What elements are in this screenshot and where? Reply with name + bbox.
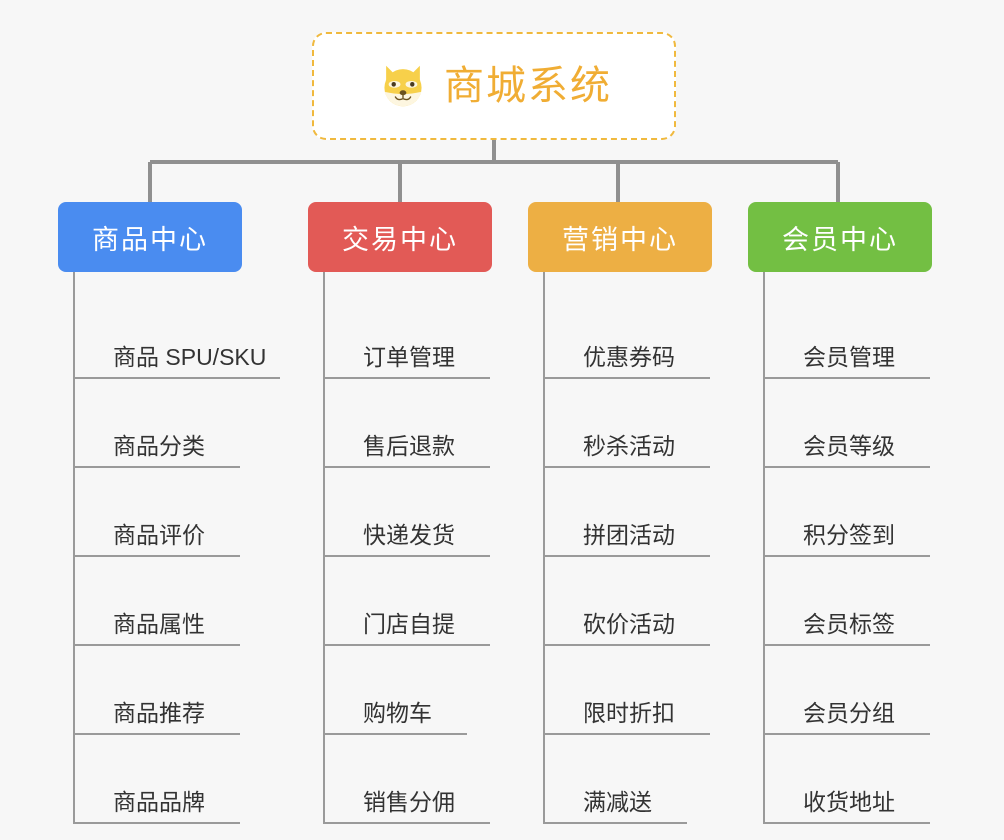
list-item-label: 会员管理 <box>803 344 895 370</box>
list-item-label: 门店自提 <box>363 611 455 637</box>
leaf-underline <box>765 822 930 824</box>
leaf-underline <box>545 466 710 468</box>
list-item[interactable]: 商品分类 <box>75 379 278 468</box>
list-item-label: 快递发货 <box>363 522 455 548</box>
category-box-marketing-center[interactable]: 营销中心 <box>528 202 712 272</box>
list-item-label: 商品 SPU/SKU <box>113 344 267 370</box>
list-item[interactable]: 秒杀活动 <box>545 379 748 468</box>
leaf-underline <box>325 644 490 646</box>
leaf-underline <box>765 555 930 557</box>
leaf-underline <box>75 822 240 824</box>
dog-face-icon <box>384 65 422 107</box>
category-box-product-center[interactable]: 商品中心 <box>58 202 242 272</box>
list-item[interactable]: 砍价活动 <box>545 557 748 646</box>
list-item[interactable]: 购物车 <box>325 646 528 735</box>
list-item[interactable]: 快递发货 <box>325 468 528 557</box>
leaf-underline <box>765 733 930 735</box>
list-item-label: 商品品牌 <box>113 789 205 815</box>
leaf-underline <box>75 377 280 379</box>
leaf-underline <box>765 377 930 379</box>
leaf-underline <box>765 644 930 646</box>
category-box-member-center[interactable]: 会员中心 <box>748 202 932 272</box>
leaf-underline <box>545 555 710 557</box>
list-item-label: 商品推荐 <box>113 700 205 726</box>
category-box-trade-center[interactable]: 交易中心 <box>308 202 492 272</box>
leaf-underline <box>75 555 240 557</box>
list-item[interactable]: 商品品牌 <box>75 735 278 824</box>
list-item-label: 限时折扣 <box>583 700 675 726</box>
list-item[interactable]: 门店自提 <box>325 557 528 646</box>
list-item-label: 商品属性 <box>113 611 205 637</box>
leaf-underline <box>75 644 240 646</box>
leaf-underline <box>545 377 710 379</box>
list-item[interactable]: 销售分佣 <box>325 735 528 824</box>
list-item-label: 商品分类 <box>113 433 205 459</box>
list-item-label: 会员等级 <box>803 433 895 459</box>
leaf-underline <box>75 733 240 735</box>
leaf-underline <box>545 733 710 735</box>
category-label: 交易中心 <box>342 224 458 255</box>
list-item[interactable]: 商品评价 <box>75 468 278 557</box>
list-item[interactable]: 收货地址 <box>765 735 968 824</box>
list-item-label: 订单管理 <box>363 344 455 370</box>
category-label: 会员中心 <box>782 224 898 255</box>
list-item[interactable]: 会员分组 <box>765 646 968 735</box>
root-title: 商城系统 <box>444 64 612 108</box>
list-item[interactable]: 会员标签 <box>765 557 968 646</box>
list-item-label: 商品评价 <box>113 522 205 548</box>
leaf-underline <box>545 644 710 646</box>
list-item-label: 会员分组 <box>803 700 895 726</box>
list-item[interactable]: 售后退款 <box>325 379 528 468</box>
root-node[interactable]: 商城系统 <box>312 32 676 140</box>
list-item[interactable]: 优惠券码 <box>545 290 748 379</box>
list-item[interactable]: 限时折扣 <box>545 646 748 735</box>
list-item-label: 积分签到 <box>803 522 895 548</box>
list-item[interactable]: 商品推荐 <box>75 646 278 735</box>
column-product-center: 商品中心 商品 SPU/SKU 商品分类 商品评价 商品属性 <box>58 202 280 824</box>
leaf-list-product-center: 商品 SPU/SKU 商品分类 商品评价 商品属性 商品推荐 <box>73 272 280 824</box>
leaf-list-trade-center: 订单管理 售后退款 快递发货 门店自提 购物车 <box>323 272 528 824</box>
category-label: 营销中心 <box>562 224 678 255</box>
leaf-underline <box>545 822 687 824</box>
leaf-underline <box>325 555 490 557</box>
leaf-underline <box>325 466 490 468</box>
list-item-label: 购物车 <box>363 700 432 726</box>
leaf-underline <box>325 377 490 379</box>
leaf-list-marketing-center: 优惠券码 秒杀活动 拼团活动 砍价活动 限时折扣 <box>543 272 748 824</box>
leaf-list-member-center: 会员管理 会员等级 积分签到 会员标签 会员分组 <box>763 272 968 824</box>
column-marketing-center: 营销中心 优惠券码 秒杀活动 拼团活动 砍价活动 <box>528 202 748 824</box>
list-item[interactable]: 拼团活动 <box>545 468 748 557</box>
list-item-label: 秒杀活动 <box>583 433 675 459</box>
list-item[interactable]: 满减送 <box>545 735 748 824</box>
leaf-underline <box>765 466 930 468</box>
list-item[interactable]: 商品属性 <box>75 557 278 646</box>
leaf-underline <box>325 822 490 824</box>
category-label: 商品中心 <box>92 224 208 255</box>
column-member-center: 会员中心 会员管理 会员等级 积分签到 会员标签 <box>748 202 968 824</box>
list-item[interactable]: 积分签到 <box>765 468 968 557</box>
list-item-label: 收货地址 <box>803 789 895 815</box>
list-item-label: 满减送 <box>583 789 652 815</box>
list-item[interactable]: 订单管理 <box>325 290 528 379</box>
list-item[interactable]: 商品 SPU/SKU <box>75 290 280 379</box>
list-item-label: 砍价活动 <box>583 611 675 637</box>
list-item-label: 会员标签 <box>803 611 895 637</box>
leaf-underline <box>325 733 467 735</box>
column-trade-center: 交易中心 订单管理 售后退款 快递发货 门店自提 <box>308 202 528 824</box>
list-item-label: 销售分佣 <box>363 789 455 815</box>
list-item[interactable]: 会员管理 <box>765 290 968 379</box>
leaf-underline <box>75 466 240 468</box>
list-item-label: 优惠券码 <box>583 344 675 370</box>
list-item-label: 拼团活动 <box>583 522 675 548</box>
list-item[interactable]: 会员等级 <box>765 379 968 468</box>
list-item-label: 售后退款 <box>363 433 455 459</box>
